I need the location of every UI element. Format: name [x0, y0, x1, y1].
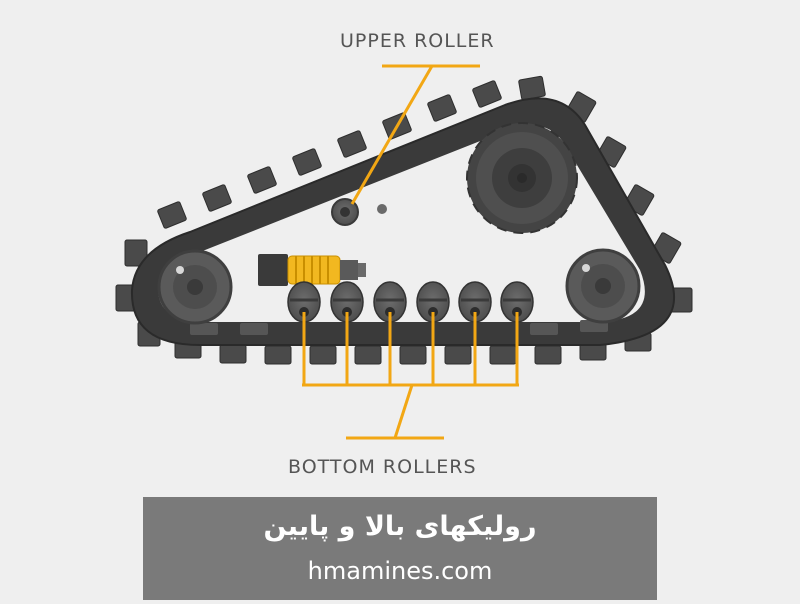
upper-roller: [331, 198, 387, 226]
upper-roller-callout: [350, 64, 480, 205]
drive-sprocket: [466, 122, 578, 234]
banner-title: رولیکهای بالا و پایین: [263, 511, 537, 542]
caption-banner: رولیکهای بالا و پایین hmamines.com: [143, 497, 657, 600]
upper-roller-label: UPPER ROLLER: [340, 30, 495, 52]
bottom-roller: [458, 281, 492, 323]
banner-site: hmamines.com: [307, 557, 493, 585]
bottom-rollers-label: BOTTOM ROLLERS: [288, 456, 477, 478]
bottom-roller: [373, 281, 407, 323]
rear-idler-wheel: [157, 249, 233, 325]
tensioner-spring: [258, 254, 366, 286]
front-idler-wheel: [565, 248, 641, 324]
bottom-rollers-callout: [302, 312, 519, 440]
bottom-roller: [416, 281, 450, 323]
